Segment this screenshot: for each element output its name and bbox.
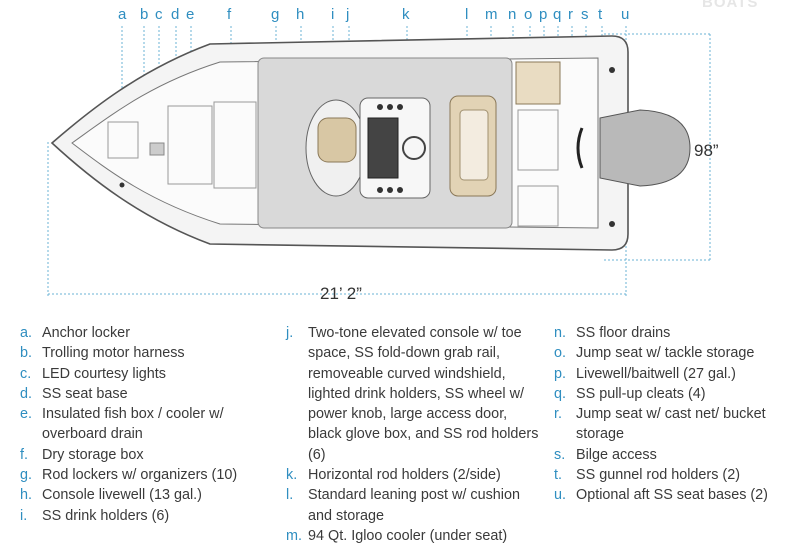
callout-e: e	[186, 6, 195, 23]
legend-item: p.Livewell/baitwell (27 gal.)	[554, 365, 736, 382]
steering-wheel	[402, 136, 426, 160]
legend-item: l.Standard leaning post w/ cushion and s…	[286, 487, 521, 524]
callout-m: m	[485, 6, 498, 23]
callout-k: k	[402, 6, 410, 23]
callout-c: c	[155, 6, 163, 23]
callout-j: j	[346, 6, 350, 23]
callout-p: p	[539, 6, 548, 23]
callout-q: q	[553, 6, 562, 23]
leaning-post-cushion	[459, 109, 489, 181]
beam-dimension: 98”	[694, 141, 719, 160]
callout-u: u	[621, 6, 630, 23]
callout-a: a	[118, 6, 127, 23]
legend-item: q.SS pull-up cleats (4)	[554, 385, 706, 402]
callout-n: n	[508, 6, 517, 23]
callout-t: t	[598, 6, 603, 23]
fish-box-hatch	[167, 105, 213, 185]
legend-column-1: a.Anchor locker b.Trolling motor harness…	[20, 323, 270, 526]
callout-o: o	[524, 6, 533, 23]
bilge-hatch	[517, 185, 559, 227]
brand-logo: BOATS	[702, 0, 759, 11]
legend-item: u.Optional aft SS seat bases (2)	[554, 487, 768, 504]
legend-item: j.Two-tone elevated console w/ toe space…	[286, 325, 539, 463]
legend-item: k.Horizontal rod holders (2/side)	[286, 467, 501, 484]
legend-item: d.SS seat base	[20, 385, 128, 402]
legend-item: h.Console livewell (13 gal.)	[20, 487, 202, 504]
legend-item: t.SS gunnel rod holders (2)	[554, 467, 740, 484]
callout-d: d	[171, 6, 180, 23]
jump-seat	[515, 61, 561, 105]
callout-s: s	[581, 6, 589, 23]
legend-item: g.Rod lockers w/ organizers (10)	[20, 467, 238, 484]
legend-column-3: n.SS floor drains o.Jump seat w/ tackle …	[554, 323, 794, 506]
length-dimension: 21’ 2”	[320, 284, 362, 303]
legend-item: b.Trolling motor harness	[20, 345, 185, 362]
callout-l: l	[465, 6, 469, 23]
legend-item: i.SS drink holders (6)	[20, 507, 170, 524]
callout-h: h	[296, 6, 305, 23]
livewell-hatch	[517, 109, 559, 171]
callout-r: r	[568, 6, 573, 23]
dry-storage-hatch	[213, 101, 257, 189]
legend-item: r.Jump seat w/ cast net/ bucket storage	[554, 406, 766, 443]
seat-base	[149, 142, 165, 156]
legend-column-2: j.Two-tone elevated console w/ toe space…	[286, 323, 544, 546]
legend-item: c.LED courtesy lights	[20, 365, 166, 382]
legend-item: e.Insulated fish box / cooler w/ overboa…	[20, 406, 224, 443]
callout-f: f	[227, 6, 232, 23]
legend-item: s.Bilge access	[554, 446, 657, 463]
console-seat	[317, 117, 357, 163]
console-windshield	[367, 117, 399, 179]
callout-i: i	[331, 6, 335, 23]
boat-drawing	[47, 26, 712, 298]
legend-item: m.94 Qt. Igloo cooler (under seat)	[286, 527, 508, 544]
legend-item: n.SS floor drains	[554, 325, 671, 341]
legend-item: o.Jump seat w/ tackle storage	[554, 345, 755, 362]
anchor-locker-hatch	[107, 121, 139, 159]
callout-b: b	[140, 6, 149, 23]
callout-g: g	[271, 6, 280, 23]
legend-item: a.Anchor locker	[20, 325, 130, 341]
outboard-motor	[599, 109, 691, 187]
legend-item: f.Dry storage box	[20, 446, 144, 463]
callout-letters: a b c d e f g h i j k l m n o p q r s t …	[0, 0, 800, 30]
motor-steering-cable	[576, 127, 584, 169]
ss-fittings	[119, 67, 615, 227]
